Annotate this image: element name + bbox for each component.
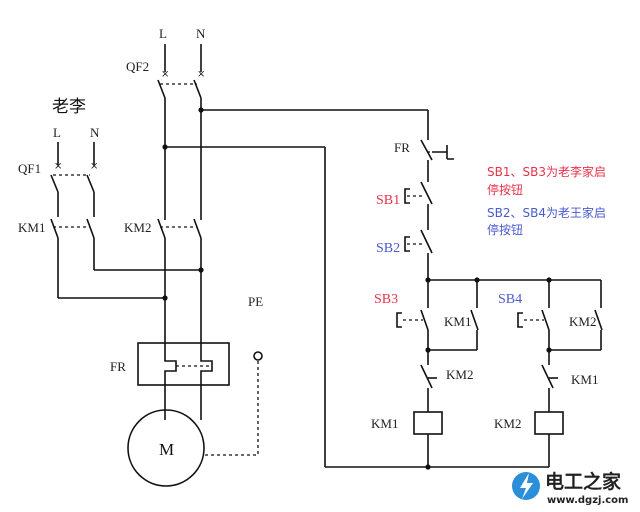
sb1-label: SB1 — [376, 193, 400, 208]
note-red-line2: 停按钮 — [487, 182, 523, 197]
sb3-start-button — [396, 309, 429, 331]
qf2-breaker: × × — [157, 44, 205, 99]
sb3-label: SB3 — [374, 292, 398, 307]
km2-interlock-label: KM2 — [446, 367, 473, 382]
note-blue-line1: SB2、SB4为老王家启 — [487, 205, 606, 220]
qf1-breaker: × × — [50, 142, 98, 193]
logo-url: www.dgzj.com — [547, 495, 628, 506]
sb1-stop-button — [404, 181, 433, 205]
pe-terminal — [204, 351, 263, 456]
km2-holding-label: KM2 — [569, 314, 596, 329]
sb4-label: SB4 — [498, 292, 522, 307]
note-red-line1: SB1、SB3为老李家启 — [487, 164, 606, 179]
km1-main-contacts — [50, 218, 95, 239]
supply-l-label: L — [159, 26, 167, 41]
fr-main-label: FR — [110, 359, 126, 374]
qf1-label: QF1 — [18, 161, 41, 176]
sb2-label: SB2 — [376, 241, 400, 256]
km1-interlock-contact — [541, 364, 558, 389]
km2-main-contacts — [157, 218, 202, 239]
sb4-start-button — [517, 309, 550, 331]
pe-label: PE — [248, 294, 263, 309]
motor-label: M — [159, 440, 174, 459]
km2-interlock-contact — [420, 364, 437, 389]
svg-text:×: × — [161, 69, 169, 80]
svg-text:×: × — [54, 161, 62, 172]
note-blue-line2: 停按钮 — [487, 222, 523, 237]
svg-text:×: × — [197, 69, 205, 80]
km2-coil-label: KM2 — [494, 416, 521, 431]
sb2-stop-button — [404, 229, 433, 254]
fr-ctrl-label: FR — [394, 140, 410, 155]
old-li-label: 老李 — [52, 97, 86, 117]
site-logo: 电工之家 www.dgzj.com — [512, 470, 628, 506]
supply-n-label: N — [196, 26, 206, 41]
km1-coil — [413, 411, 443, 435]
qf2-label: QF2 — [126, 59, 149, 74]
km1-interlock-label: KM1 — [571, 372, 598, 387]
fr-thermal-relay — [137, 342, 230, 386]
lightning-icon — [512, 472, 540, 500]
km1-holding-contact — [470, 309, 479, 331]
km2-coil — [534, 411, 564, 435]
svg-text:×: × — [90, 161, 98, 172]
km1-main-label: KM1 — [18, 220, 45, 235]
km2-main-label: KM2 — [124, 220, 151, 235]
logo-title: 电工之家 — [545, 470, 622, 493]
fr-nc-contact — [420, 139, 454, 161]
km1-holding-label: KM1 — [444, 314, 471, 329]
km1-coil-label: KM1 — [371, 416, 398, 431]
km2-holding-contact — [594, 309, 603, 331]
li-l-label: L — [53, 125, 61, 140]
motor: M — [127, 409, 205, 487]
li-n-label: N — [90, 125, 100, 140]
